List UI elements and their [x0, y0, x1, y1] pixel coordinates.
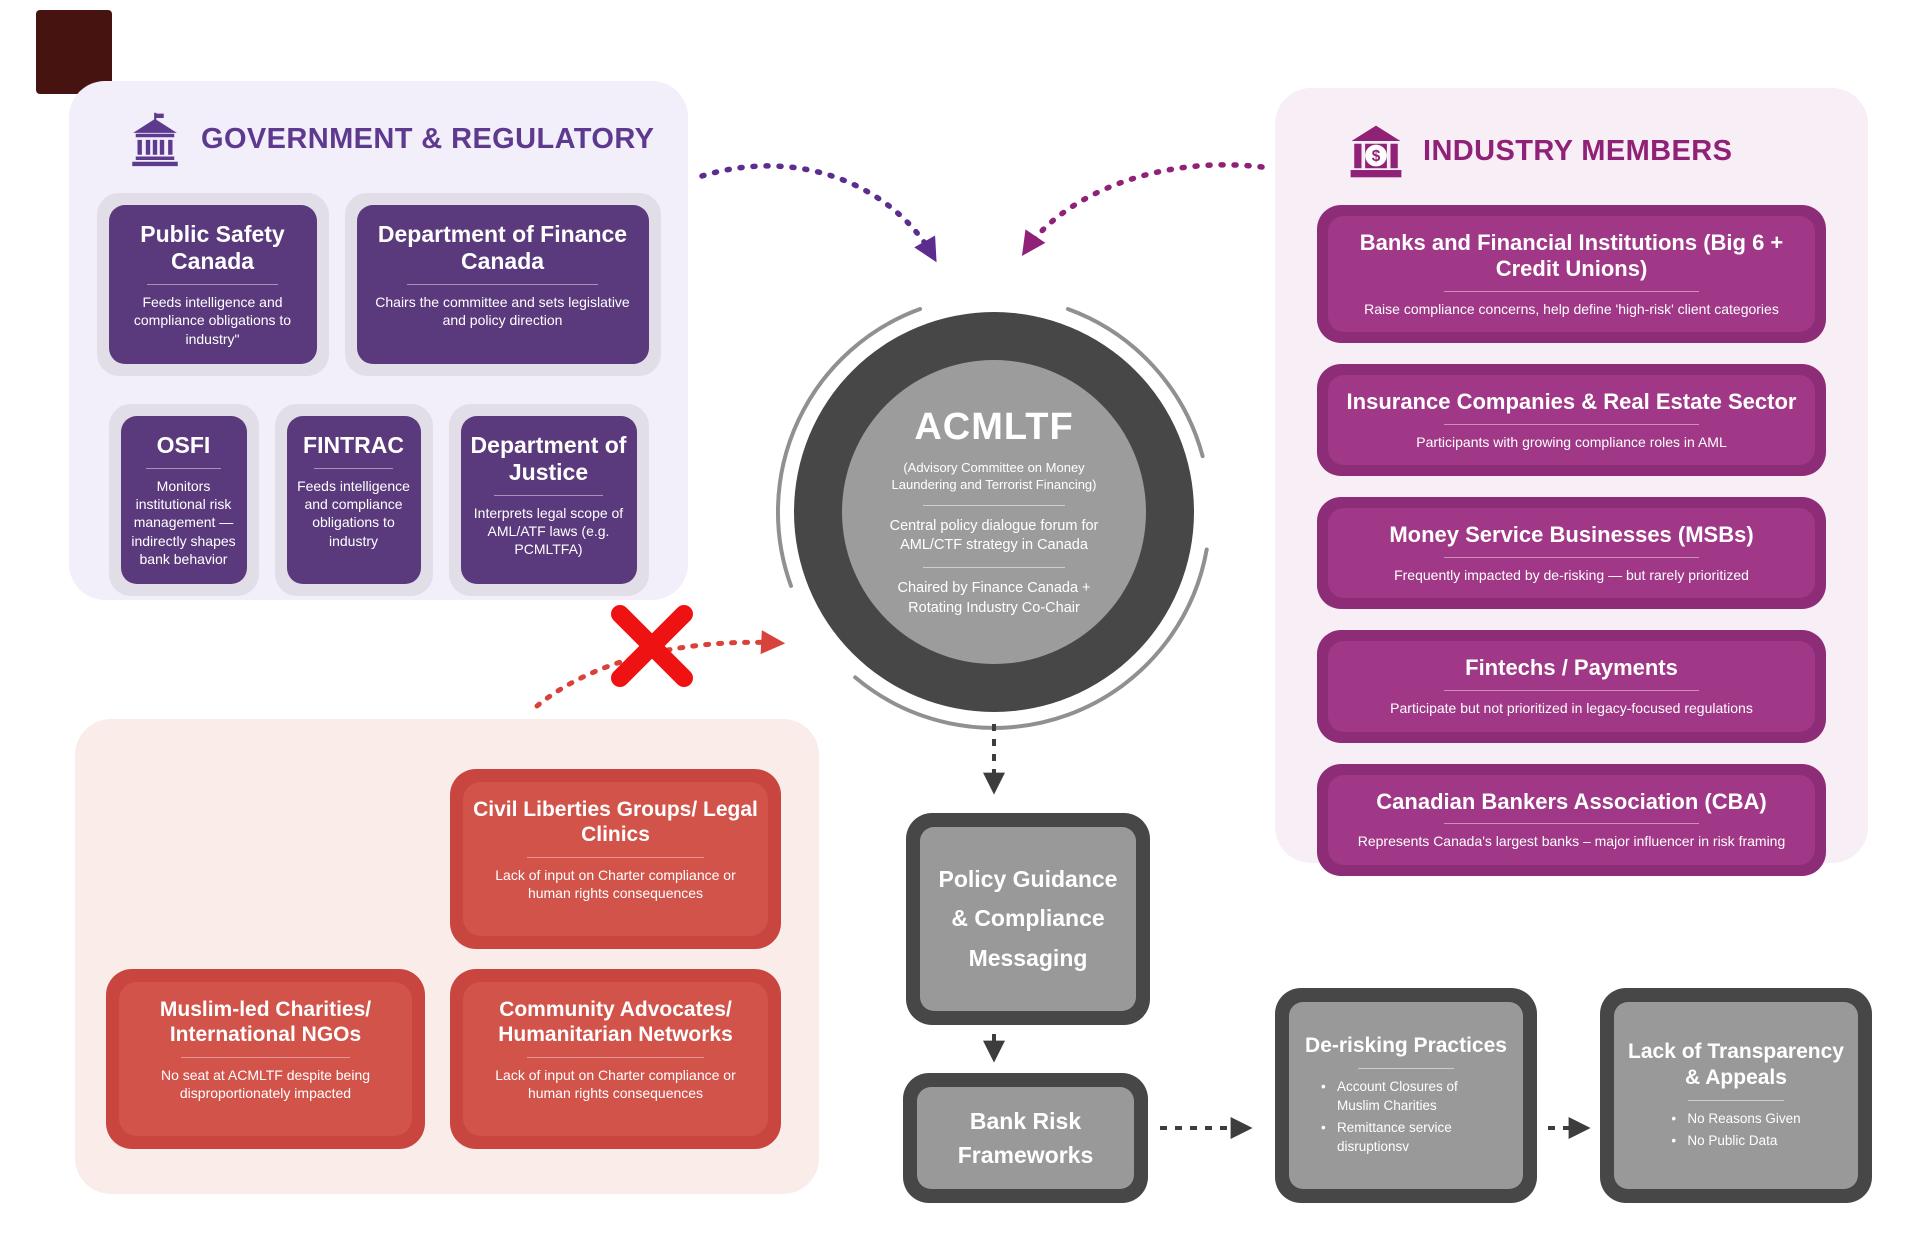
card-fintechs: Fintechs / Payments Participate but not …: [1317, 630, 1826, 743]
card-body: Participate but not prioritized in legac…: [1390, 700, 1753, 717]
corner-decoration: [36, 10, 112, 94]
transparency-box: Lack of Transparency & Appeals No Reason…: [1600, 988, 1872, 1203]
card-title: Insurance Companies & Real Estate Sector: [1346, 389, 1797, 415]
committee-full-name: (Advisory Committee on Money Laundering …: [891, 459, 1097, 493]
card-cba: Canadian Bankers Association (CBA) Repre…: [1317, 763, 1826, 876]
industry-panel-title: INDUSTRY MEMBERS: [1423, 134, 1733, 167]
missing-voices-panel: MISSING VOICES Civil Liberties Groups/ L…: [75, 719, 819, 1194]
card-body: Participants with growing compliance rol…: [1416, 434, 1727, 451]
bullet-item: Remittance service disruptionsv: [1321, 1119, 1491, 1157]
separator: [1444, 290, 1699, 292]
separator: [493, 495, 604, 497]
industry-to-circle-arrow: [1021, 162, 1265, 256]
card-title: Community Advocates/ Humanitarian Networ…: [498, 998, 733, 1046]
separator: [527, 856, 704, 858]
card-msb: Money Service Businesses (MSBs) Frequent…: [1317, 497, 1826, 610]
bank-risk-label: Bank Risk Frameworks: [957, 1107, 1094, 1169]
card-finance-canada: Department of Finance Canada Chairs the …: [344, 193, 661, 376]
card-title: Fintechs / Payments: [1465, 655, 1678, 681]
card-body: Represents Canada's largest banks – majo…: [1357, 833, 1786, 850]
separator: [146, 467, 221, 469]
bank-risk-box: Bank Risk Frameworks: [903, 1073, 1148, 1203]
card-civil-liberties: Civil Liberties Groups/ Legal Clinics La…: [450, 769, 781, 949]
card-body: Feeds intelligence and compliance obliga…: [297, 477, 410, 549]
card-body: Lack of input on Charter compliance or h…: [495, 1066, 736, 1101]
card-body: Interprets legal scope of AML/ATF laws (…: [473, 505, 624, 558]
committee-role: Central policy dialogue forum for AML/CT…: [889, 517, 1099, 554]
separator: [1358, 1068, 1454, 1070]
card-body: No seat at ACMLTF despite being dispropo…: [160, 1066, 371, 1101]
card-title: Canadian Bankers Association (CBA): [1376, 788, 1767, 814]
derisking-title: De-risking Practices: [1305, 1034, 1507, 1058]
card-osfi: OSFI Monitors institutional risk managem…: [108, 403, 259, 596]
separator: [1444, 557, 1699, 559]
card-body: Monitors institutional risk management —…: [131, 477, 236, 567]
separator: [180, 1056, 351, 1058]
card-muslim-charities: Muslim-led Charities/ International NGOs…: [106, 969, 425, 1149]
card-body: Chairs the committee and sets legislativ…: [375, 294, 630, 329]
industry-panel-header: $ INDUSTRY MEMBERS: [1347, 122, 1868, 180]
card-body: Lack of input on Charter compliance or h…: [495, 866, 736, 901]
government-panel-header: GOVERNMENT & REGULATORY: [127, 111, 688, 167]
gov-to-circle-arrow: [699, 163, 937, 263]
card-public-safety: Public Safety Canada Feeds intelligence …: [96, 193, 329, 376]
derisking-bullets: Account Closures of Muslim Charities Rem…: [1321, 1078, 1491, 1160]
government-panel: GOVERNMENT & REGULATORY Public Safety Ca…: [69, 81, 688, 600]
separator: [923, 567, 1065, 569]
svg-text:$: $: [1372, 148, 1381, 165]
policy-guidance-label: Policy Guidance & Compliance Messaging: [938, 866, 1118, 971]
separator: [313, 467, 394, 469]
card-title: Muslim-led Charities/ International NGOs: [159, 998, 372, 1046]
card-fintrac: FINTRAC Feeds intelligence and complianc…: [274, 403, 433, 596]
government-panel-title: GOVERNMENT & REGULATORY: [201, 122, 655, 155]
red-x-icon: [611, 605, 693, 687]
card-title: OSFI: [156, 431, 211, 458]
separator: [1444, 424, 1699, 426]
card-justice: Department of Justice Interprets legal s…: [448, 403, 649, 596]
separator: [407, 284, 598, 286]
transparency-title: Lack of Transparency & Appeals: [1628, 1039, 1844, 1090]
card-title: FINTRAC: [303, 431, 404, 458]
card-banks: Banks and Financial Institutions (Big 6 …: [1317, 205, 1826, 344]
card-title: Department of Justice: [470, 431, 627, 485]
government-building-icon: [132, 112, 178, 167]
acmltf-circle-content: ACMLTF (Advisory Committee on Money Laun…: [842, 360, 1146, 664]
industry-panel: $ INDUSTRY MEMBERS Banks and Financial I…: [1275, 88, 1868, 876]
bullet-item: No Public Data: [1671, 1132, 1800, 1151]
card-body: Feeds intelligence and compliance obliga…: [133, 294, 292, 347]
card-title: Banks and Financial Institutions (Big 6 …: [1359, 230, 1784, 281]
card-community-advocates: Community Advocates/ Humanitarian Networ…: [450, 969, 781, 1149]
separator: [1688, 1100, 1784, 1102]
separator: [146, 284, 279, 286]
derisking-box: De-risking Practices Account Closures of…: [1275, 988, 1537, 1203]
card-title: Department of Finance Canada: [377, 221, 628, 275]
missing-to-circle-arrow: [534, 630, 786, 709]
separator: [1444, 823, 1699, 825]
policy-guidance-box: Policy Guidance & Compliance Messaging: [906, 813, 1150, 1025]
committee-acronym: ACMLTF: [914, 405, 1074, 448]
separator: [527, 1056, 704, 1058]
card-title: Money Service Businesses (MSBs): [1389, 522, 1754, 548]
card-body: Frequently impacted by de-risking — but …: [1394, 567, 1749, 584]
separator: [1444, 690, 1699, 692]
transparency-bullets: No Reasons Given No Public Data: [1671, 1110, 1800, 1154]
card-body: Raise compliance concerns, help define '…: [1364, 300, 1779, 317]
committee-chair: Chaired by Finance Canada + Rotating Ind…: [897, 580, 1091, 616]
bullet-item: Account Closures of Muslim Charities: [1321, 1078, 1491, 1116]
bullet-item: No Reasons Given: [1671, 1110, 1800, 1129]
bank-dollar-icon: $: [1350, 125, 1402, 178]
card-title: Civil Liberties Groups/ Legal Clinics: [473, 798, 758, 846]
card-insurance: Insurance Companies & Real Estate Sector…: [1317, 364, 1826, 477]
card-title: Public Safety Canada: [140, 221, 285, 275]
separator: [923, 504, 1065, 506]
